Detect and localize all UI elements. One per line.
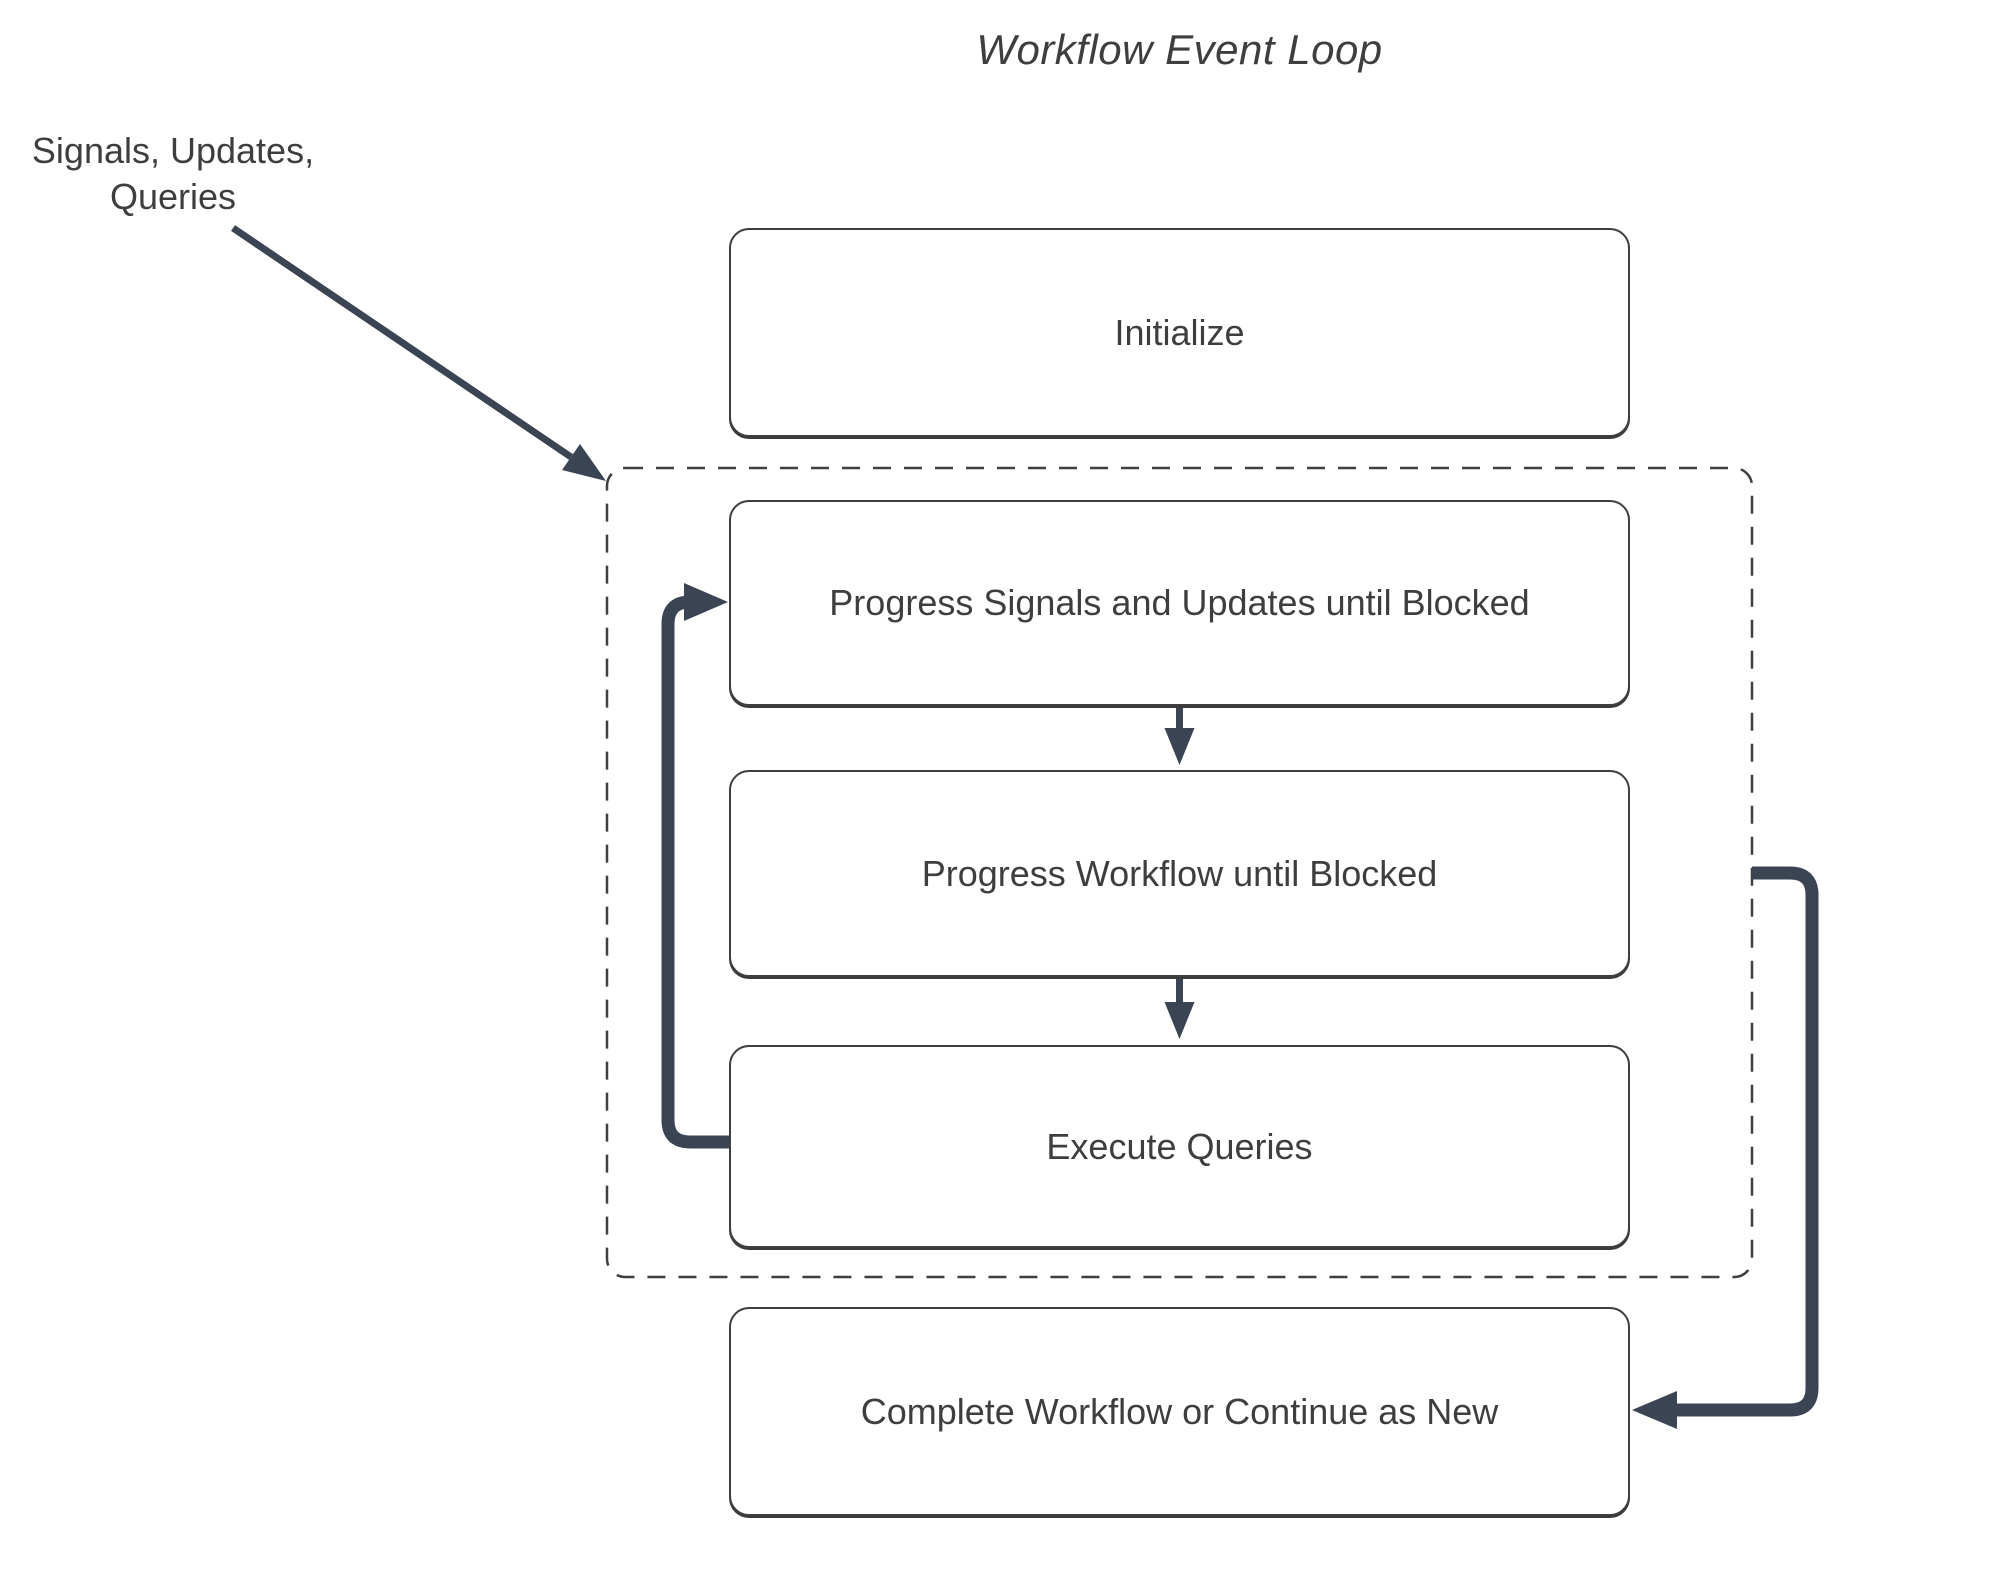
node-complete-workflow: Complete Workflow or Continue as New — [729, 1307, 1630, 1516]
arrow-signals-to-loop — [231, 225, 606, 481]
arrow-progress-signals-to-progress-workflow — [1164, 706, 1195, 765]
node-progress-workflow-label: Progress Workflow until Blocked — [921, 852, 1438, 894]
node-progress-workflow: Progress Workflow until Blocked — [729, 770, 1630, 977]
node-initialize-label: Initialize — [1114, 311, 1245, 353]
node-execute-queries: Execute Queries — [729, 1045, 1630, 1248]
node-progress-signals-and-updates: Progress Signals and Updates until Block… — [729, 500, 1630, 706]
signals-updates-queries-label-line2: Queries — [109, 176, 237, 217]
node-complete-workflow-label: Complete Workflow or Continue as New — [860, 1390, 1499, 1432]
diagram-title: Workflow Event Loop — [976, 26, 1383, 73]
node-progress-signals-and-updates-label: Progress Signals and Updates until Block… — [829, 582, 1530, 623]
signals-updates-queries-label: Signals, Updates, Queries — [28, 128, 318, 220]
arrow-progress-workflow-to-execute-queries — [1164, 977, 1195, 1039]
arrow-execute-queries-to-progress-signals-loopback — [661, 583, 729, 1149]
node-initialize: Initialize — [729, 228, 1630, 437]
node-execute-queries-label: Execute Queries — [1046, 1125, 1313, 1167]
signals-updates-queries-label-line1: Signals, Updates, — [31, 130, 315, 171]
arrow-loop-to-complete-workflow — [1632, 866, 1819, 1429]
